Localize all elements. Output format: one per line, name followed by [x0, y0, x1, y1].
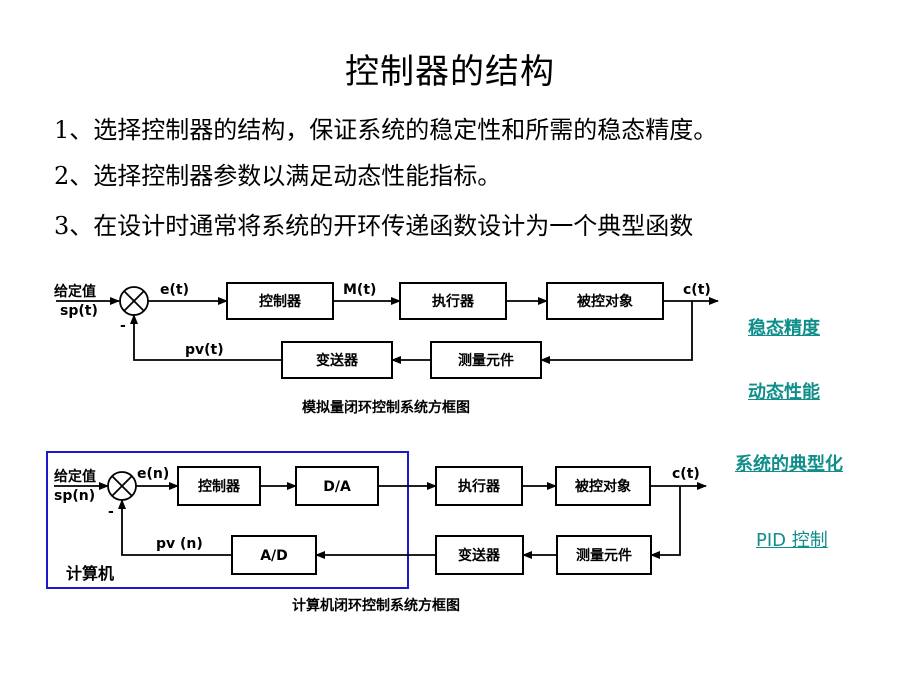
d1-sp-label: sp(t) — [60, 303, 98, 319]
d2-sensor-block — [556, 535, 652, 575]
d1-controller-block — [226, 282, 334, 320]
d2-da-label: D/A — [323, 479, 351, 495]
d2-sp-label: sp(n) — [54, 488, 95, 504]
page-title: 控制器的结构 — [345, 52, 555, 92]
d1-c-label: c(t) — [683, 282, 711, 298]
d2-actuator-label: 执行器 — [458, 478, 501, 495]
point-1: 1、选择控制器的结构，保证系统的稳定性和所需的稳态精度。 — [54, 116, 718, 144]
d1-caption: 模拟量闭环控制系统方框图 — [302, 399, 470, 416]
d1-sensor-label: 测量元件 — [458, 352, 514, 369]
d2-e-label: e(n) — [137, 466, 169, 482]
d1-sensor-block — [430, 341, 542, 379]
d1-actuator-label: 执行器 — [432, 293, 475, 310]
d2-transmitter-label: 变送器 — [458, 547, 501, 564]
d1-pv-label: pv(t) — [185, 342, 224, 358]
d2-c-label: c(t) — [672, 466, 700, 482]
d2-da-block — [295, 466, 379, 506]
d1-transmitter-block — [281, 341, 393, 379]
d1-transmitter-label: 变送器 — [316, 352, 359, 369]
d2-controller-label: 控制器 — [198, 478, 241, 495]
d2-ad-block — [231, 535, 317, 575]
link-dynamic-performance[interactable]: 动态性能 — [748, 382, 820, 403]
d2-sensor-label: 测量元件 — [576, 547, 632, 564]
d2-minus-sign: - — [108, 504, 114, 520]
d1-feedback-arrow — [130, 314, 282, 361]
link-steady-state-accuracy[interactable]: 稳态精度 — [748, 318, 820, 339]
d1-e-label: e(t) — [160, 282, 189, 298]
d2-plant-block — [555, 466, 651, 506]
d2-ad-label: A/D — [260, 548, 288, 564]
analog-loop-diagram: 给定值 sp(t) - e(t) 控制器 M(t) 执行器 被控对象 c(t) … — [54, 282, 719, 416]
d2-feedback-arrow — [118, 499, 232, 556]
point-2: 2、选择控制器参数以满足动态性能指标。 — [54, 162, 502, 190]
d1-setpoint-label: 给定值 — [54, 283, 96, 300]
point-3: 3、在设计时通常将系统的开环传递函数设计为一个典型函数 — [54, 212, 694, 240]
d2-plant-label: 被控对象 — [575, 478, 631, 495]
d1-summing-junction — [119, 286, 149, 316]
d1-controller-label: 控制器 — [259, 293, 302, 310]
d1-plant-block — [546, 282, 664, 320]
computer-loop-diagram: 给定值 sp(n) - e(n) 控制器 D/A 执行器 被控对象 c(t) 测… — [46, 451, 707, 614]
computer-label: 计算机 — [66, 564, 114, 583]
link-pid-control[interactable]: PID 控制 — [756, 530, 828, 551]
d1-minus-sign: - — [120, 318, 126, 334]
d2-caption: 计算机闭环控制系统方框图 — [292, 597, 460, 614]
d1-m-label: M(t) — [343, 282, 376, 298]
d2-transmitter-block — [435, 535, 524, 575]
d2-summing-junction — [107, 471, 137, 501]
d1-plant-label: 被控对象 — [577, 293, 633, 310]
d2-pv-label: pv (n) — [156, 536, 203, 552]
computer-frame — [46, 451, 409, 589]
d2-setpoint-label: 给定值 — [54, 468, 96, 485]
link-system-typification[interactable]: 系统的典型化 — [735, 454, 843, 475]
